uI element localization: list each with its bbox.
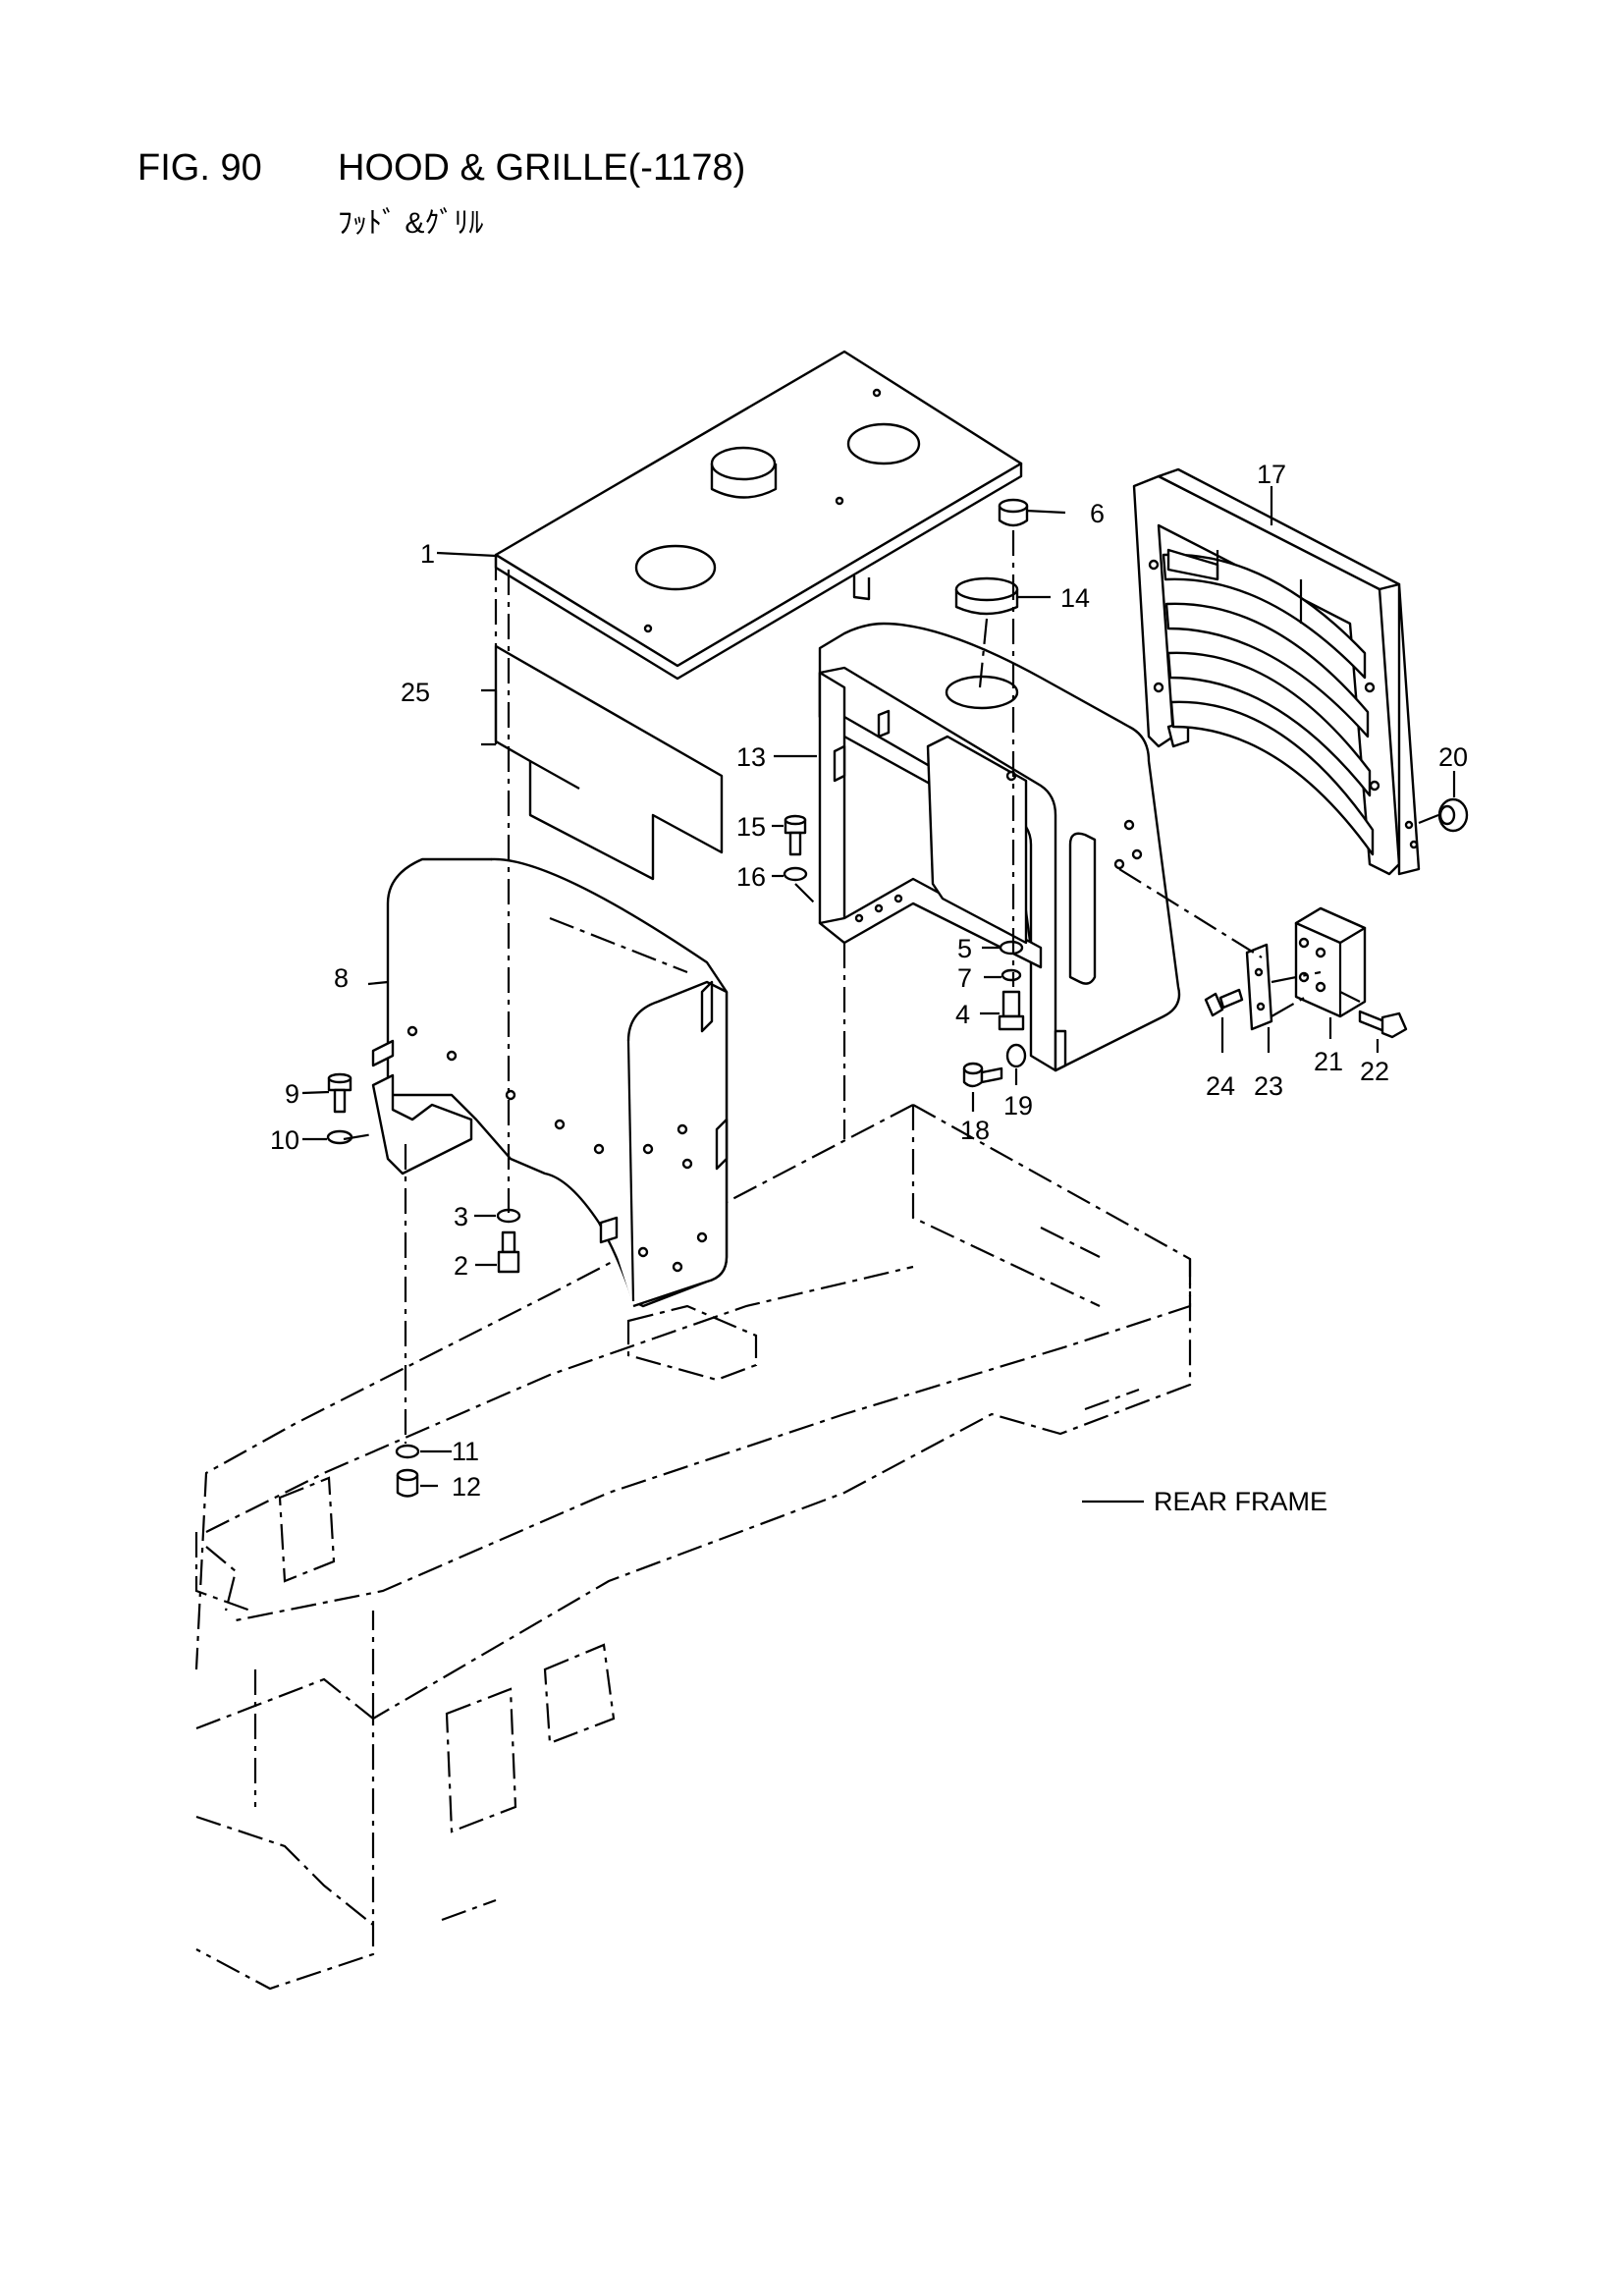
callout-19: 19	[1003, 1091, 1033, 1121]
callout-24: 24	[1206, 1071, 1235, 1101]
grommet-part-6	[998, 498, 1029, 527]
figure-title: FIG. 90 HOOD & GRILLE(-1178)	[137, 147, 745, 190]
callout-6: 6	[1090, 499, 1105, 528]
assembly-lines	[343, 530, 1439, 1444]
callout-4: 4	[955, 1000, 970, 1029]
callout-1: 1	[420, 539, 435, 569]
washer-part-5	[999, 940, 1024, 956]
side-hood-part-8	[371, 857, 729, 1308]
callout-12: 12	[452, 1472, 481, 1502]
washer-part-11	[395, 1444, 420, 1459]
callout-10: 10	[270, 1125, 299, 1155]
callout-17: 17	[1257, 460, 1286, 489]
leader-lines	[301, 486, 1456, 1503]
callout-9: 9	[285, 1079, 299, 1109]
callout-21: 21	[1314, 1047, 1343, 1076]
cap-part-14	[954, 576, 1019, 616]
callout-25: 25	[401, 678, 430, 707]
washer-part-19	[1005, 1043, 1027, 1068]
callout-15: 15	[736, 812, 766, 842]
bolt-part-18	[962, 1062, 1003, 1088]
nut-part-20	[1437, 797, 1469, 833]
washer-part-16	[783, 866, 808, 882]
callout-5: 5	[957, 934, 972, 963]
callout-8: 8	[334, 963, 349, 993]
front-hood-part-13	[818, 622, 1181, 1072]
callout-labels: 1 2 3 4 5 6 7 8 9 10 11 12 13 14 15 16 1…	[270, 460, 1468, 1516]
hood-floor-plate	[626, 1304, 758, 1382]
callout-20: 20	[1438, 742, 1468, 772]
callout-23: 23	[1254, 1071, 1283, 1101]
callout-11: 11	[452, 1437, 479, 1466]
callout-18: 18	[960, 1116, 990, 1145]
callout-3: 3	[454, 1202, 468, 1231]
washer-part-10	[326, 1129, 353, 1145]
grille-part-17	[1132, 467, 1421, 876]
figure-subtitle: ﾌｯﾄﾞ &ｸﾞﾘﾙ	[338, 207, 484, 240]
plate-part-23	[1245, 943, 1273, 1031]
callout-2: 2	[454, 1251, 468, 1281]
callout-16: 16	[736, 862, 766, 892]
bolt-part-24	[1204, 988, 1244, 1017]
callout-7: 7	[957, 963, 972, 993]
callout-14: 14	[1060, 583, 1090, 613]
figure-name: HOOD & GRILLE(-1178)	[338, 147, 746, 189]
bolt-part-9	[327, 1072, 352, 1114]
lock-washer-part-7	[1001, 968, 1022, 982]
bolt-part-22	[1358, 1010, 1408, 1039]
callout-22: 22	[1360, 1057, 1389, 1086]
block-part-21	[1294, 906, 1367, 1018]
bolt-part-2	[497, 1230, 520, 1274]
figure-number: FIG. 90	[137, 147, 262, 189]
callout-13: 13	[736, 742, 766, 772]
insulation-part-25	[494, 644, 724, 881]
top-cover-part-1	[494, 350, 1023, 681]
bolt-part-4	[998, 990, 1025, 1031]
rear-frame-label: REAR FRAME	[1154, 1487, 1327, 1516]
nut-part-12	[396, 1468, 419, 1498]
bolt-part-15	[784, 814, 807, 856]
